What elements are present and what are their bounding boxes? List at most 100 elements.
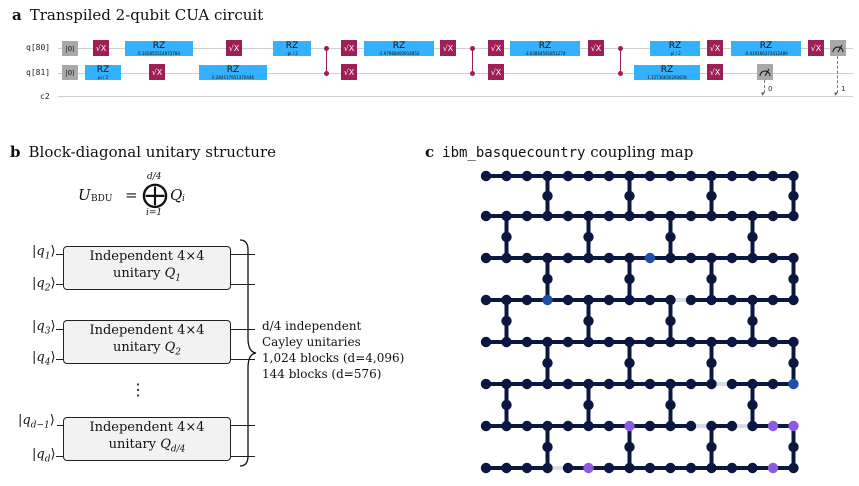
measure-arrow-icon: ▾	[761, 90, 765, 98]
qubit-node	[767, 210, 779, 222]
sx-gate: √X	[341, 64, 357, 80]
qubit-node	[521, 420, 533, 432]
qubit-node	[767, 462, 779, 474]
qubit-node	[542, 294, 553, 306]
qubit-node	[788, 336, 799, 348]
qubit-node	[480, 462, 492, 474]
qubit-node	[767, 294, 779, 306]
qubit-node	[542, 441, 553, 453]
qubit-node	[562, 294, 574, 306]
qubit-node	[788, 190, 799, 202]
qubit-node	[542, 210, 553, 222]
meter-icon	[759, 68, 771, 77]
qubit-node	[788, 357, 799, 369]
measure-arrow-icon: ▾	[834, 90, 838, 98]
qubit-node	[583, 170, 594, 182]
rz-gate: RZ-pi / 2	[650, 41, 700, 56]
sx-gate: √X	[440, 40, 456, 56]
cz-target-dot	[324, 71, 329, 76]
qubit-node	[767, 336, 779, 348]
qubit-node	[480, 252, 492, 264]
qubit-node	[501, 420, 512, 432]
qubit-node	[583, 231, 594, 243]
qubit-node	[583, 399, 594, 411]
qubit-node	[665, 315, 676, 327]
qubit-node	[747, 399, 758, 411]
qubit-ket: |q2⟩	[32, 276, 56, 294]
qubit-node	[706, 441, 717, 453]
qubit-node	[706, 170, 717, 182]
qubit-node	[726, 170, 738, 182]
curly-brace	[239, 239, 257, 467]
measure-gate-q1	[757, 64, 773, 80]
qubit-node	[665, 378, 676, 390]
qubit-node	[542, 378, 553, 390]
cz-target-dot	[470, 71, 475, 76]
qubit-node	[501, 315, 512, 327]
qubit-node	[501, 210, 512, 222]
qubit-node	[501, 170, 512, 182]
rz-gate: RZ-0.419166373412489	[731, 41, 801, 56]
measure-index: 1	[841, 85, 846, 93]
qubit-node	[706, 378, 717, 390]
qubit-ket: |qd−1⟩	[18, 413, 55, 431]
qubit-node	[726, 252, 738, 264]
cz-gate-line	[472, 48, 473, 73]
qubit-node	[685, 252, 697, 264]
qubit-node	[747, 336, 758, 348]
qubit-node	[706, 190, 717, 202]
qubit-node	[665, 336, 676, 348]
qubit-node	[562, 462, 574, 474]
qubit-node	[603, 252, 615, 264]
qubit-node	[665, 399, 676, 411]
qubit1-label: q[81]	[26, 68, 51, 77]
qubit-node	[685, 336, 697, 348]
qubit-node	[624, 190, 635, 202]
qubit-node	[542, 252, 553, 264]
qubit-node	[644, 294, 656, 306]
qubit-node	[747, 315, 758, 327]
qubit-node	[624, 294, 635, 306]
rz-gate: RZ-2.97968493914852	[364, 41, 434, 56]
measure-line-q0	[837, 56, 838, 93]
qubit-node	[644, 252, 656, 264]
qubit-node	[788, 462, 799, 474]
qubit-node	[521, 252, 533, 264]
meter-icon	[832, 44, 844, 53]
cz-gate-line	[620, 48, 621, 73]
cz-gate-line	[326, 48, 327, 73]
sx-gate: √X	[488, 64, 504, 80]
qubit-node	[603, 336, 615, 348]
qubit-node	[480, 170, 492, 182]
qubit-node	[726, 336, 738, 348]
cz-target-dot	[618, 71, 623, 76]
qubit-node	[747, 210, 758, 222]
qubit-node	[747, 420, 758, 432]
qubit-node	[788, 252, 799, 264]
qubit-node	[706, 273, 717, 285]
qubit-node	[521, 378, 533, 390]
qubit-node	[562, 420, 574, 432]
qubit-node	[644, 378, 656, 390]
sx-gate: √X	[588, 40, 604, 56]
qubit-node	[624, 441, 635, 453]
qubit-node	[624, 252, 635, 264]
qubit-node	[788, 441, 799, 453]
qubit-node	[583, 336, 594, 348]
sx-gate: √X	[707, 40, 723, 56]
qubit-node	[542, 190, 553, 202]
qubit-node	[788, 378, 799, 390]
qubit-node	[542, 420, 553, 432]
qubit-ket: |q3⟩	[32, 319, 56, 337]
qubit-node	[747, 294, 758, 306]
cz-control-dot	[618, 46, 623, 51]
sx-gate: √X	[707, 64, 723, 80]
qubit-node	[562, 210, 574, 222]
qubit-node	[562, 336, 574, 348]
qubit-node	[603, 170, 615, 182]
qubit-node	[788, 420, 799, 432]
qubit1-wire	[58, 73, 853, 74]
brace-annotation: d/4 independent Cayley unitaries 1,024 b…	[262, 319, 405, 381]
